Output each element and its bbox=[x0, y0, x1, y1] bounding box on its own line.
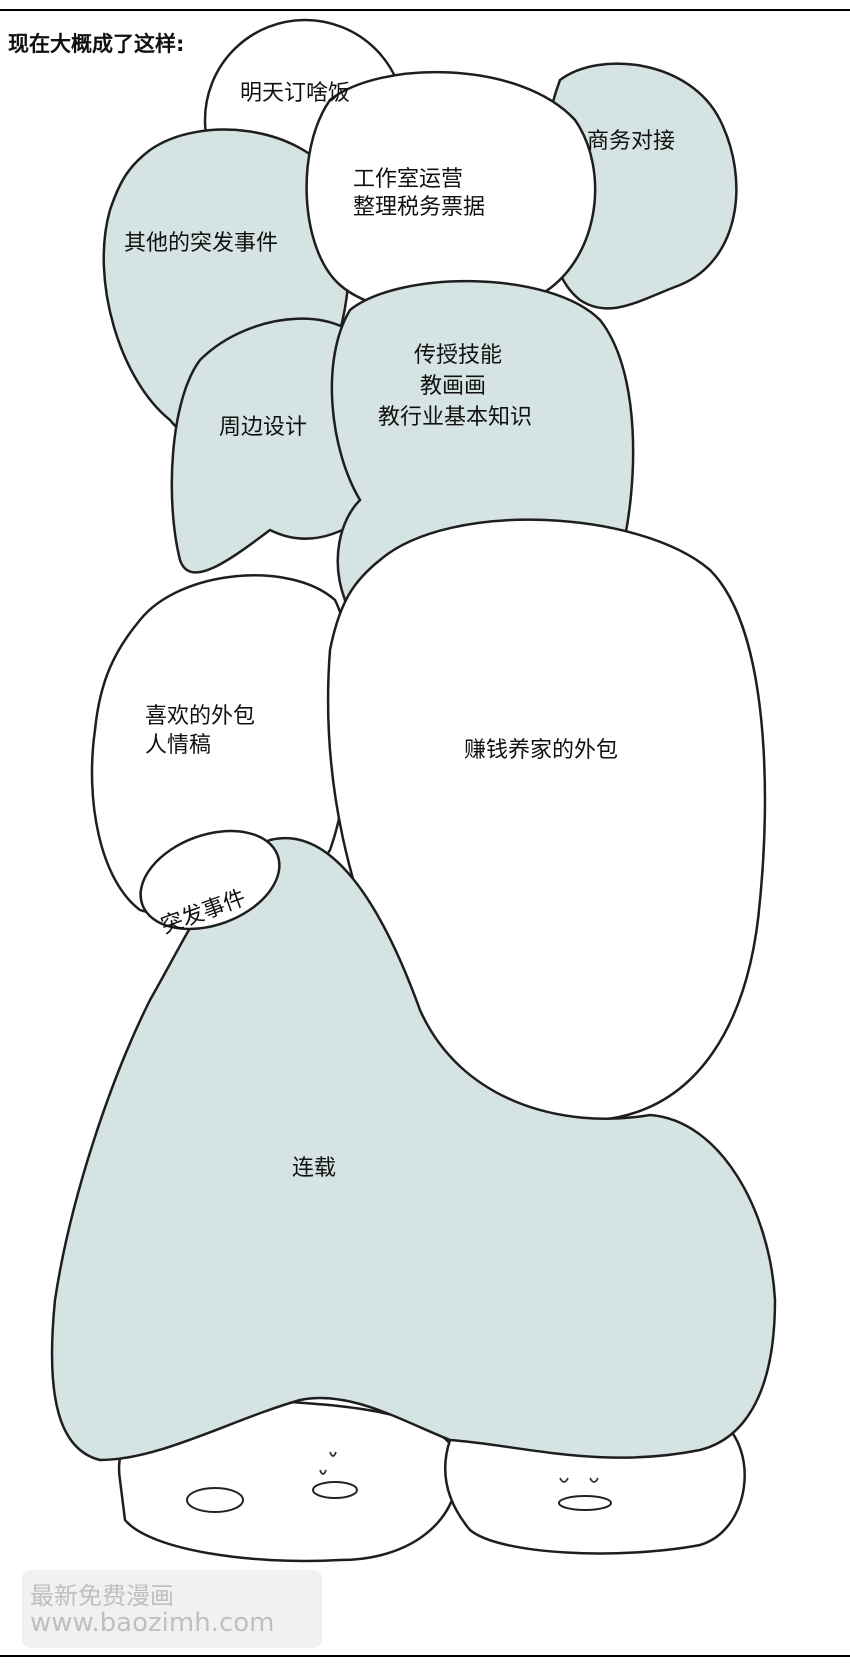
bubble-serial bbox=[50, 837, 777, 1462]
label-dinner: 明天订啥饭 bbox=[240, 81, 350, 106]
label-serial: 连载 bbox=[292, 1156, 336, 1181]
watermark-line2: www.baozimh.com bbox=[30, 1608, 275, 1638]
label-studio-1: 工作室运营 bbox=[353, 167, 463, 192]
label-teach-1: 传授技能 bbox=[414, 343, 502, 368]
label-teach-3: 教行业基本知识 bbox=[378, 405, 532, 430]
label-studio-2: 整理税务票据 bbox=[353, 195, 485, 220]
label-other-events: 其他的突发事件 bbox=[124, 231, 278, 256]
label-favor-2: 人情稿 bbox=[145, 733, 211, 758]
bubble-studio bbox=[305, 70, 597, 316]
watermark-box bbox=[22, 1570, 322, 1648]
label-merch: 周边设计 bbox=[219, 415, 307, 440]
label-income: 赚钱养家的外包 bbox=[464, 738, 618, 763]
bubble-income bbox=[326, 518, 767, 1123]
label-teach-2: 教画画 bbox=[420, 374, 486, 399]
label-favor-1: 喜欢的外包 bbox=[145, 704, 255, 729]
panel-caption: 现在大概成了这样: bbox=[8, 32, 185, 56]
watermark-line1: 最新免费漫画 bbox=[30, 1582, 174, 1610]
bubble-emergency bbox=[139, 829, 281, 931]
label-business: 商务对接 bbox=[587, 129, 675, 154]
